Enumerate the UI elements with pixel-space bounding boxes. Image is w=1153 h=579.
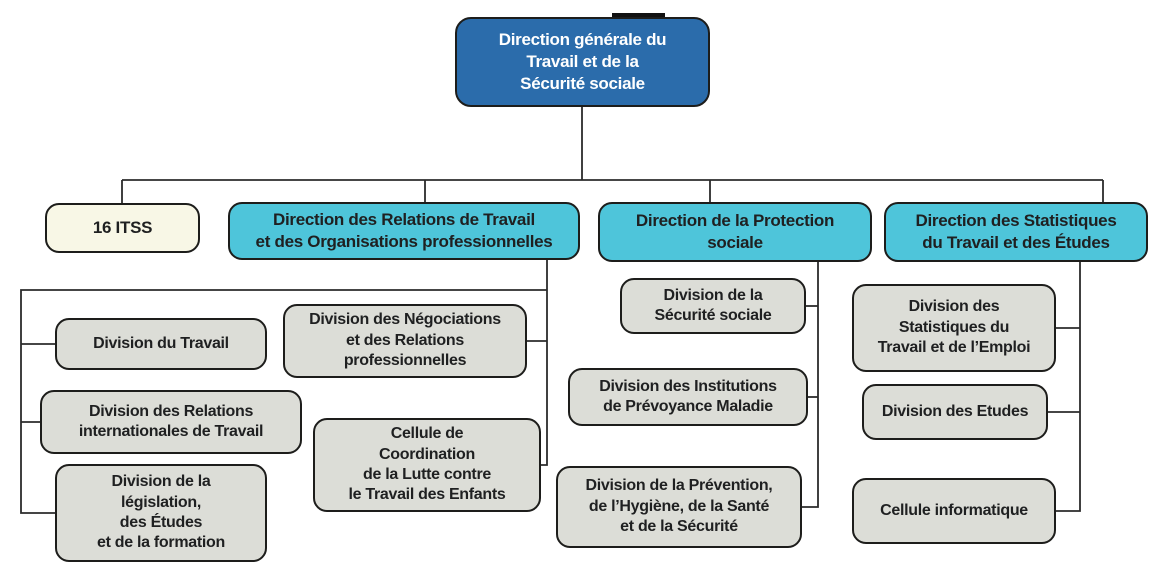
node-direction-generale-travail-securite-sociale: Direction générale du Travail et de la S…: [455, 17, 710, 107]
node-division-securite-sociale: Division de la Sécurité sociale: [620, 278, 806, 334]
node-division-legislation-etudes-formation: Division de la législation, des Études e…: [55, 464, 267, 562]
node-16-itss: 16 ITSS: [45, 203, 200, 253]
node-division-travail: Division du Travail: [55, 318, 267, 370]
node-cellule-coordination-lutte-travail-enfants: Cellule de Coordination de la Lutte cont…: [313, 418, 541, 512]
node-direction-statistiques-travail-etudes: Direction des Statistiques du Travail et…: [884, 202, 1148, 262]
node-cellule-informatique: Cellule informatique: [852, 478, 1056, 544]
node-division-institutions-prevoyance-maladie: Division des Institutions de Prévoyance …: [568, 368, 808, 426]
node-division-prevention-hygiene-sante-securite: Division de la Prévention, de l’Hygiène,…: [556, 466, 802, 548]
node-division-negociations-relations-professionnelles: Division des Négociations et des Relatio…: [283, 304, 527, 378]
node-division-relations-internationales-travail: Division des Relations internationales d…: [40, 390, 302, 454]
print-artifact-bar: [612, 13, 665, 18]
node-direction-protection-sociale: Direction de la Protection sociale: [598, 202, 872, 262]
node-division-statistiques-travail-emploi: Division des Statistiques du Travail et …: [852, 284, 1056, 372]
node-direction-relations-travail-organisations: Direction des Relations de Travail et de…: [228, 202, 580, 260]
node-division-etudes: Division des Etudes: [862, 384, 1048, 440]
